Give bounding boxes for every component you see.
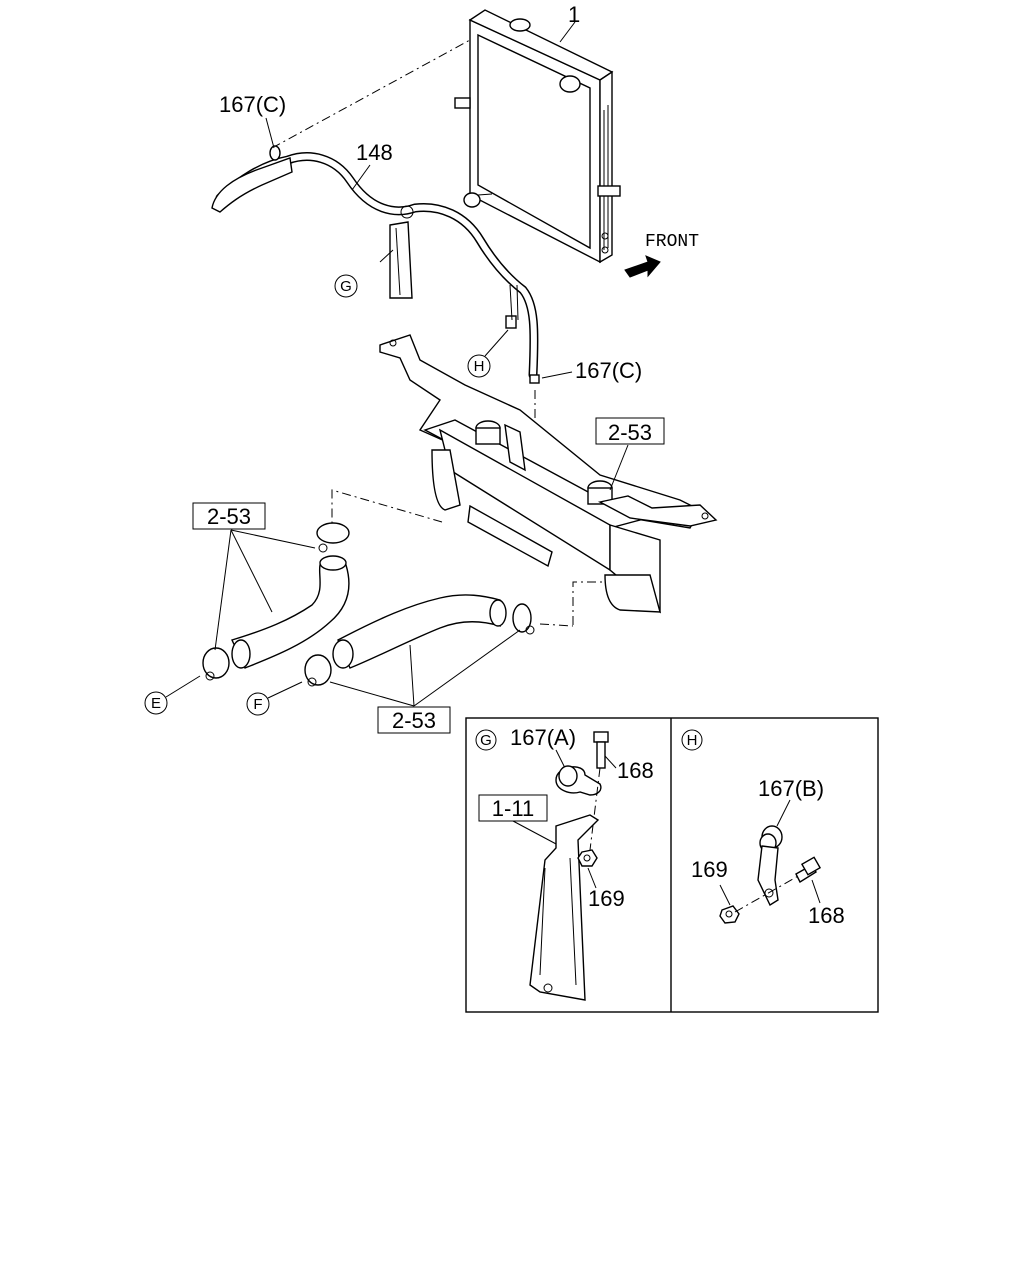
- ref-box-253-top: [595, 417, 665, 445]
- leader-radiator: [559, 21, 576, 43]
- callout-g-circle: [334, 274, 358, 298]
- label-clip-167c-top: 167(C): [219, 92, 286, 117]
- radiator: [454, 9, 621, 264]
- detail-h-circle: [681, 729, 703, 751]
- callout-e: E: [151, 695, 161, 712]
- label-167a: 167(A): [510, 725, 576, 750]
- label-hose-148: 148: [356, 140, 393, 165]
- front-label: FRONT: [645, 232, 699, 252]
- leader-168-g: [604, 755, 617, 769]
- leader-clip-167c-top: [265, 117, 275, 149]
- leader-253-left-b: [230, 529, 273, 613]
- dash-bolt-h: [734, 874, 801, 913]
- ref-253-bottom: 2-53: [392, 708, 436, 733]
- label-168-g: 168: [617, 758, 654, 783]
- label-169-h: 169: [691, 857, 728, 882]
- callout-g: G: [340, 278, 352, 295]
- upper-hose: [202, 522, 350, 681]
- detail-g-circle: [475, 729, 497, 751]
- leader-hose-148: [351, 164, 371, 191]
- hose-148: [211, 145, 540, 384]
- ref-111: 1-11: [492, 796, 534, 821]
- leader-253-left-a: [230, 529, 316, 549]
- leader-clip-167c-mid: [541, 371, 573, 379]
- detail-g-tag: G: [480, 732, 492, 749]
- leader-253-bottom-c: [413, 629, 521, 707]
- leader-e: [165, 675, 201, 698]
- callout-f-circle: [246, 692, 270, 716]
- dash-lower-hose: [572, 581, 604, 625]
- detail-h-tag: H: [687, 732, 698, 749]
- bracket-111: [529, 814, 600, 1001]
- dash-bolt-g: [589, 767, 601, 851]
- leader-253-bottom-a: [329, 681, 415, 707]
- leader-169-g: [587, 867, 597, 889]
- label-radiator: 1: [568, 2, 580, 27]
- label-169-g: 169: [588, 886, 625, 911]
- bracket-g-main: [379, 205, 414, 299]
- ref-box-253-bottom: [377, 706, 451, 734]
- leader-111: [512, 820, 559, 846]
- label-167b: 167(B): [758, 776, 824, 801]
- dash-clip-to-radiator: [271, 39, 471, 149]
- ref-box-253-left: [192, 502, 266, 530]
- bolt-168-h: [795, 856, 822, 884]
- lower-hose: [304, 594, 535, 687]
- intercooler: [379, 334, 718, 614]
- callout-f: F: [253, 696, 262, 713]
- leader-253-left-c: [214, 529, 232, 651]
- leader-f: [267, 681, 303, 699]
- label-clip-167c-mid: 167(C): [575, 358, 642, 383]
- clamp-167a: [555, 765, 602, 796]
- front-arrow-icon: [624, 255, 661, 278]
- clamp-h-main: [505, 284, 519, 329]
- detail-panel: [465, 717, 879, 1013]
- leader-168-h: [811, 879, 821, 904]
- ref-253-top: 2-53: [608, 420, 652, 445]
- leader-169-h: [719, 884, 731, 906]
- nut-169-h: [719, 905, 740, 924]
- callout-h: H: [474, 358, 485, 375]
- bolt-168-g: [593, 731, 609, 769]
- label-168-h: 168: [808, 903, 845, 928]
- leader-253-top: [609, 444, 629, 491]
- nut-169-g: [577, 849, 598, 867]
- ref-253-left: 2-53: [207, 504, 251, 529]
- leader-167b: [776, 799, 791, 827]
- callout-e-circle: [144, 691, 168, 715]
- dash-lower-clamp: [539, 623, 574, 627]
- leader-h: [484, 329, 509, 357]
- dash-upper-hose: [331, 489, 443, 532]
- leader-253-bottom-b: [409, 644, 415, 707]
- clamp-167b: [757, 825, 783, 907]
- callout-h-circle: [467, 354, 491, 378]
